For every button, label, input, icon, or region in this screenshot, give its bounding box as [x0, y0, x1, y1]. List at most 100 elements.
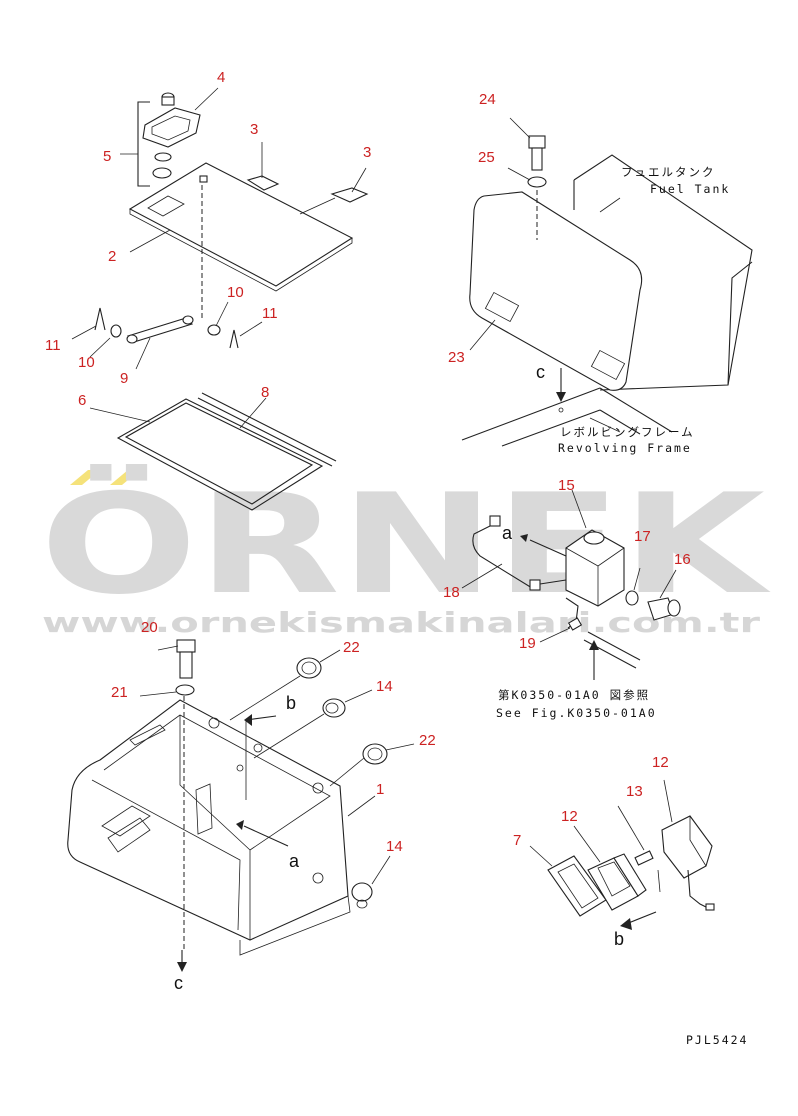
revolving-frame-label-en: Revolving Frame	[558, 441, 692, 455]
revolving-frame	[461, 387, 601, 441]
watermark: ÖRNEK www.ornekismakinalari.com.tr	[40, 464, 772, 639]
seal-8	[197, 392, 337, 467]
latch-9	[126, 315, 194, 344]
bolt-20	[176, 639, 196, 679]
part-number-1: 1	[376, 781, 384, 798]
part-number-16: 16	[674, 551, 691, 568]
pin-11a	[94, 307, 106, 331]
seal-6	[116, 398, 324, 511]
lamp-assembly	[529, 779, 715, 930]
side-cover-23	[469, 191, 643, 391]
leader-18	[461, 563, 503, 589]
leader-22a	[319, 649, 341, 663]
leader-23	[469, 319, 496, 351]
leader-14a	[344, 689, 373, 703]
washer-25	[527, 176, 547, 188]
watermark-umlaut-right	[110, 470, 140, 485]
part-number-2: 2	[108, 248, 116, 265]
ref-letter-a: a	[289, 851, 300, 871]
part-number-5: 5	[103, 148, 111, 165]
part-number-10: 10	[227, 284, 244, 301]
revolving-frame-label-jp: レボルビングフレーム	[560, 425, 695, 439]
part-number-9: 9	[120, 370, 128, 387]
fuel-tank-label-jp: フュエルタンク	[621, 165, 716, 179]
part-number-12: 12	[652, 754, 669, 771]
fuel-tank-assembly	[461, 117, 753, 447]
part-number-6: 6	[78, 392, 86, 409]
see-fig-label-en: See Fig.K0350-01A0	[496, 706, 657, 720]
grommet-22a	[296, 657, 322, 679]
part-number-24: 24	[479, 91, 496, 108]
part-number-15: 15	[558, 477, 575, 494]
cover-assembly	[71, 87, 369, 511]
part-number-22: 22	[419, 732, 436, 749]
part-number-23: 23	[448, 349, 465, 366]
fuel-tank-label-en: Fuel Tank	[650, 182, 730, 196]
part-number-17: 17	[634, 528, 651, 545]
washer-10a	[110, 324, 122, 338]
pin-11b	[229, 329, 239, 349]
plug-14b	[351, 882, 373, 909]
leader-17	[633, 567, 641, 591]
bracket-5	[137, 101, 150, 187]
watermark-umlaut-left	[70, 470, 100, 485]
text-labels: フュエルタンク Fuel Tank レボルビングフレーム Revolving F…	[496, 165, 748, 1047]
plug-16	[647, 597, 681, 621]
part-number-3: 3	[250, 121, 258, 138]
drawing-code: PJL5424	[686, 1033, 748, 1047]
arrow-a-top	[529, 539, 567, 557]
part-number-18: 18	[443, 584, 460, 601]
leader-16	[659, 569, 677, 599]
tab-3b	[330, 187, 369, 203]
leader-3b	[351, 167, 367, 193]
watermark-url: www.ornekismakinalari.com.tr	[42, 606, 760, 639]
arrow-b-bottom	[625, 911, 657, 925]
part-number-21: 21	[111, 684, 128, 701]
grommet-22b	[362, 743, 388, 765]
ref-letter-b: b	[614, 929, 624, 949]
plate-2	[128, 162, 354, 292]
watermark-brand: ÖRNEK	[40, 464, 772, 625]
part-number-20: 20	[141, 619, 158, 636]
fuel-tank-body	[573, 154, 753, 391]
leader-1	[347, 795, 376, 817]
leader-19	[539, 627, 571, 643]
leader-14b	[371, 855, 391, 885]
leader-13	[617, 805, 645, 851]
washer-21	[175, 684, 195, 696]
part-number-22: 22	[343, 639, 360, 656]
part-number-7: 7	[513, 832, 521, 849]
plug-14a	[322, 698, 346, 718]
leader-7	[529, 845, 553, 867]
part-number-12: 12	[561, 808, 578, 825]
part-number-13: 13	[626, 783, 643, 800]
leader-4	[194, 87, 219, 111]
tool-box-1	[67, 699, 351, 956]
leader-25	[507, 167, 531, 181]
part-number-11: 11	[262, 305, 278, 322]
arrow-a-bottom	[243, 825, 289, 847]
part-number-8: 8	[261, 384, 269, 401]
reservoir-15	[565, 529, 625, 607]
leader-9	[135, 337, 151, 370]
reference-letters: c a b a b c	[174, 362, 624, 993]
part-number-10: 10	[78, 354, 95, 371]
ref-letter-c: c	[174, 973, 183, 993]
hose-18	[472, 523, 533, 589]
part-number-4: 4	[217, 69, 225, 86]
washer-5	[154, 152, 172, 162]
ref-letter-b: b	[286, 693, 296, 713]
part-number-25: 25	[478, 149, 495, 166]
leader-12b	[663, 779, 673, 823]
part-number-3: 3	[363, 144, 371, 161]
lamp-12a	[587, 853, 647, 911]
leader-24	[509, 117, 531, 139]
leader-22b	[385, 743, 415, 751]
bolt-13	[634, 850, 661, 893]
ref-letter-a: a	[502, 523, 513, 543]
part-number-19: 19	[519, 635, 536, 652]
leader-15	[571, 489, 587, 529]
washer-17	[625, 590, 639, 606]
